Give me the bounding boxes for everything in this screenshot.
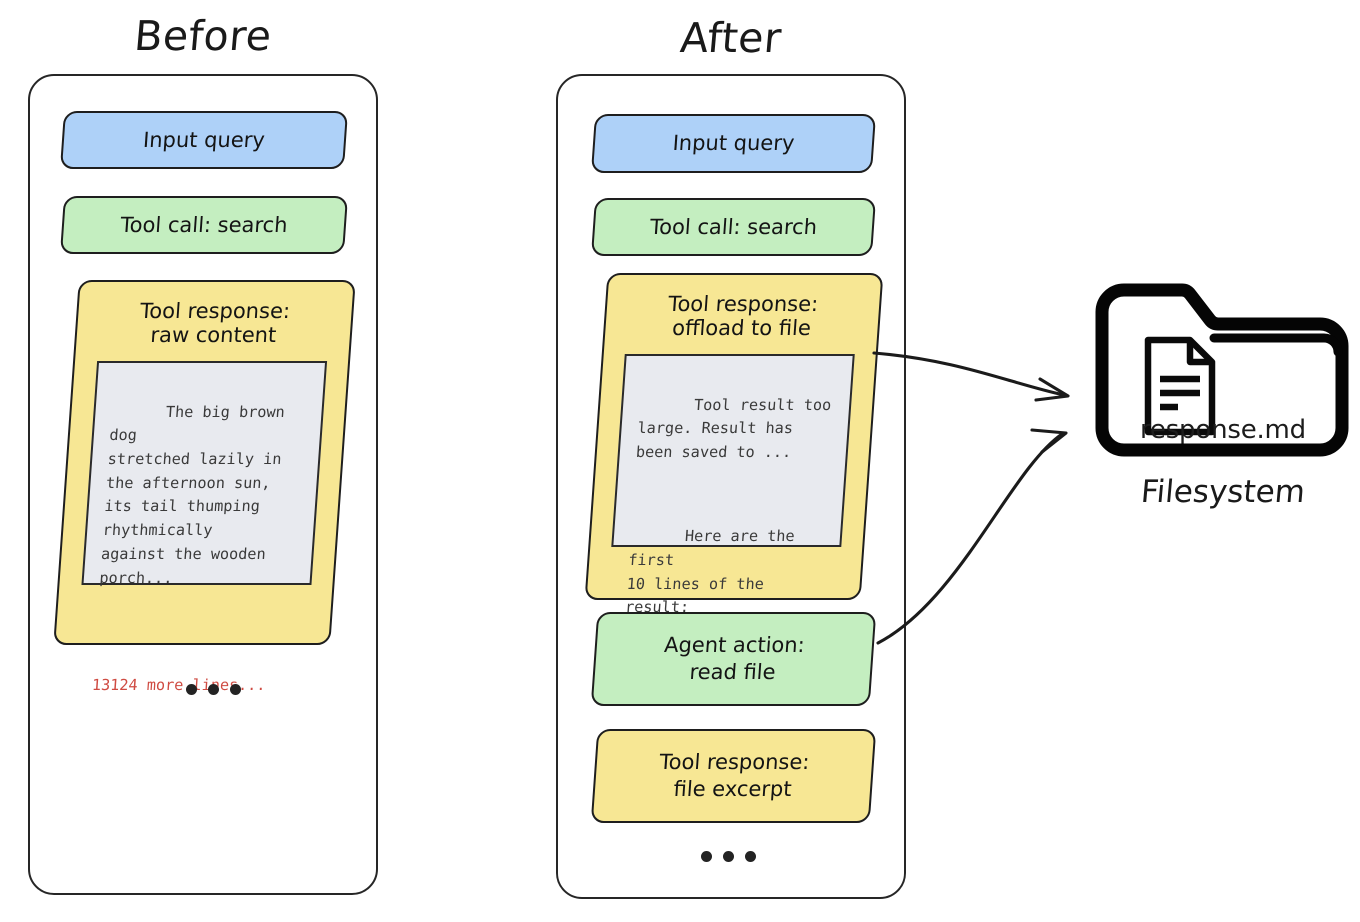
dot-1 — [701, 851, 712, 862]
before-tool-response-title-line1: Tool response: — [139, 299, 291, 323]
after-agent-action-title-line2: read file — [688, 660, 777, 684]
filesystem-caption: Filesystem — [1139, 474, 1307, 510]
after-offload-code-panel: Tool result too large. Result has been s… — [611, 353, 855, 640]
before-tool-call-label: Tool call: search — [119, 212, 289, 237]
after-tool-response-title-line2: offload to file — [671, 316, 812, 341]
dot-1 — [186, 684, 197, 695]
after-file-excerpt-title-line2: file excerpt — [672, 777, 793, 801]
after-agent-action-title-line1: Agent action: — [663, 633, 806, 658]
before-tool-response-title-line2: raw content — [149, 323, 278, 348]
before-block-tool-call[interactable]: Tool call: search — [59, 196, 349, 254]
column-title-before: Before — [132, 12, 274, 60]
file-name-label: response.md — [1140, 415, 1306, 445]
column-title-after: After — [678, 14, 784, 62]
before-block-input-query[interactable]: Input query — [59, 111, 349, 169]
after-file-excerpt-title-line1: Tool response: — [658, 750, 811, 775]
dot-2 — [208, 684, 219, 695]
arrow-readfile-to-filesystem — [876, 428, 1068, 645]
after-block-agent-action-read-file[interactable]: Agent action: read file — [590, 612, 877, 706]
dot-3 — [230, 684, 241, 695]
dot-3 — [745, 851, 756, 862]
folder-icon — [1095, 283, 1349, 457]
before-input-query-label: Input query — [142, 127, 266, 152]
filesystem-group[interactable]: response.md Filesystem — [1086, 276, 1360, 516]
before-block-tool-response-raw[interactable]: Tool response: raw content The big brown… — [53, 280, 356, 694]
after-tool-call-label: Tool call: search — [649, 214, 818, 239]
after-block-tool-response-offload[interactable]: Tool response: offload to file Tool resu… — [584, 273, 884, 640]
after-block-tool-response-file-excerpt[interactable]: Tool response: file excerpt — [590, 729, 877, 823]
before-ellipsis-indicator — [186, 684, 241, 695]
after-block-input-query[interactable]: Input query — [590, 114, 877, 173]
document-icon — [1144, 336, 1216, 436]
before-raw-content-code-panel: The big brown dog stretched lazily in th… — [80, 360, 327, 694]
dot-2 — [723, 851, 734, 862]
before-code-text: The big brown dog stretched lazily in th… — [98, 402, 295, 587]
after-block-tool-call[interactable]: Tool call: search — [590, 198, 877, 256]
after-tool-response-title-line1: Tool response: — [667, 292, 820, 316]
after-ellipsis-indicator — [701, 851, 756, 862]
after-code-text-part1: Tool result too large. Result has been s… — [635, 395, 832, 462]
after-input-query-label: Input query — [671, 131, 796, 156]
